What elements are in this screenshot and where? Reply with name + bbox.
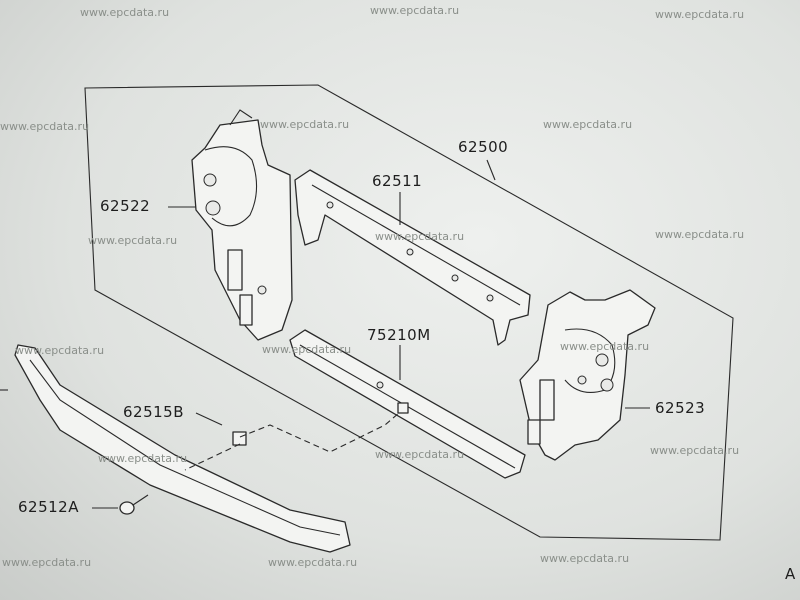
watermark: www.epcdata.ru <box>370 4 460 17</box>
watermark: www.epcdata.ru <box>543 118 633 131</box>
watermark: www.epcdata.ru <box>80 6 170 19</box>
lower-member-part <box>289 329 526 479</box>
watermark: www.epcdata.ru <box>375 448 465 461</box>
assembly-dashed-path <box>184 411 401 471</box>
callout-62511: 62511 <box>372 172 423 190</box>
watermark: www.epcdata.ru <box>98 452 188 465</box>
callout-62523: 62523 <box>655 399 706 417</box>
callout-62512a: 62512A <box>18 498 79 516</box>
watermark: www.epcdata.ru <box>262 343 352 356</box>
front-bar-part <box>0 344 351 553</box>
left-side-member-part <box>191 109 293 341</box>
watermark: www.epcdata.ru <box>268 556 358 569</box>
callout-62522: 62522 <box>100 197 151 215</box>
leader-62515b <box>195 412 223 426</box>
right-side-member-part <box>519 289 656 461</box>
bracket-part <box>232 431 247 446</box>
watermark: www.epcdata.ru <box>560 340 650 353</box>
callout-62515b: 62515B <box>123 403 185 421</box>
watermark: www.epcdata.ru <box>2 556 92 569</box>
corner-mark: A <box>785 565 796 583</box>
callout-62500: 62500 <box>458 138 509 156</box>
bolt-part <box>119 494 149 515</box>
watermark: www.epcdata.ru <box>375 230 465 243</box>
watermark: www.epcdata.ru <box>15 344 105 357</box>
watermark: www.epcdata.ru <box>260 118 350 131</box>
leader-62500 <box>486 159 496 181</box>
watermark: www.epcdata.ru <box>655 8 745 21</box>
upper-member-part <box>294 169 531 346</box>
watermark: www.epcdata.ru <box>0 120 90 133</box>
watermark: www.epcdata.ru <box>540 552 630 565</box>
watermark: www.epcdata.ru <box>655 228 745 241</box>
watermark: www.epcdata.ru <box>650 444 740 457</box>
callout-75210m: 75210M <box>367 326 431 344</box>
assembly-outline <box>84 84 734 541</box>
watermark: www.epcdata.ru <box>88 234 178 247</box>
